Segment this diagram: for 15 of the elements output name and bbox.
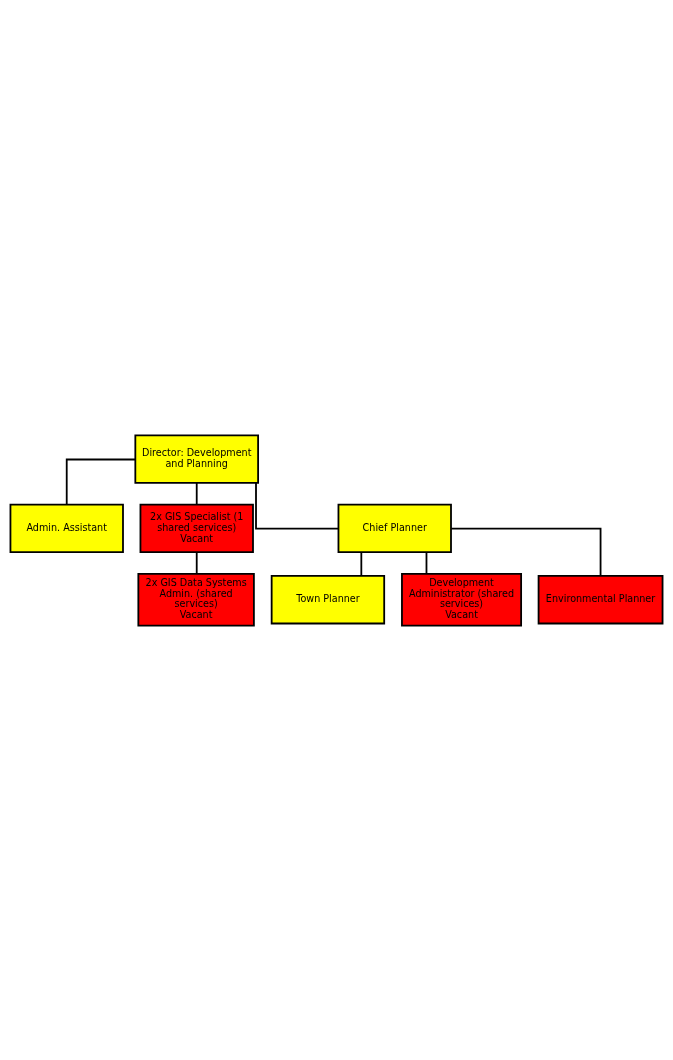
connector [425, 550, 428, 575]
connector [195, 550, 198, 575]
node-box: Chief Planner [337, 503, 452, 553]
connector [360, 550, 363, 577]
connector [65, 458, 137, 505]
connector [255, 481, 340, 530]
node-box: Admin. Assistant [9, 503, 124, 553]
node-box: 2x GIS Data Systems Admin. (shared services) Vacant [137, 572, 255, 626]
node-box: Environmental Planner [537, 574, 664, 624]
connector [195, 481, 198, 505]
connector [450, 527, 602, 577]
node-box: Development Administrator (shared services) Vacant [401, 572, 523, 626]
node-box: 2x GIS Specialist (1 shared services) Vacant [139, 503, 254, 553]
node-box: Town Planner [270, 574, 386, 624]
node-box: Director: Development and Planning [134, 434, 259, 484]
